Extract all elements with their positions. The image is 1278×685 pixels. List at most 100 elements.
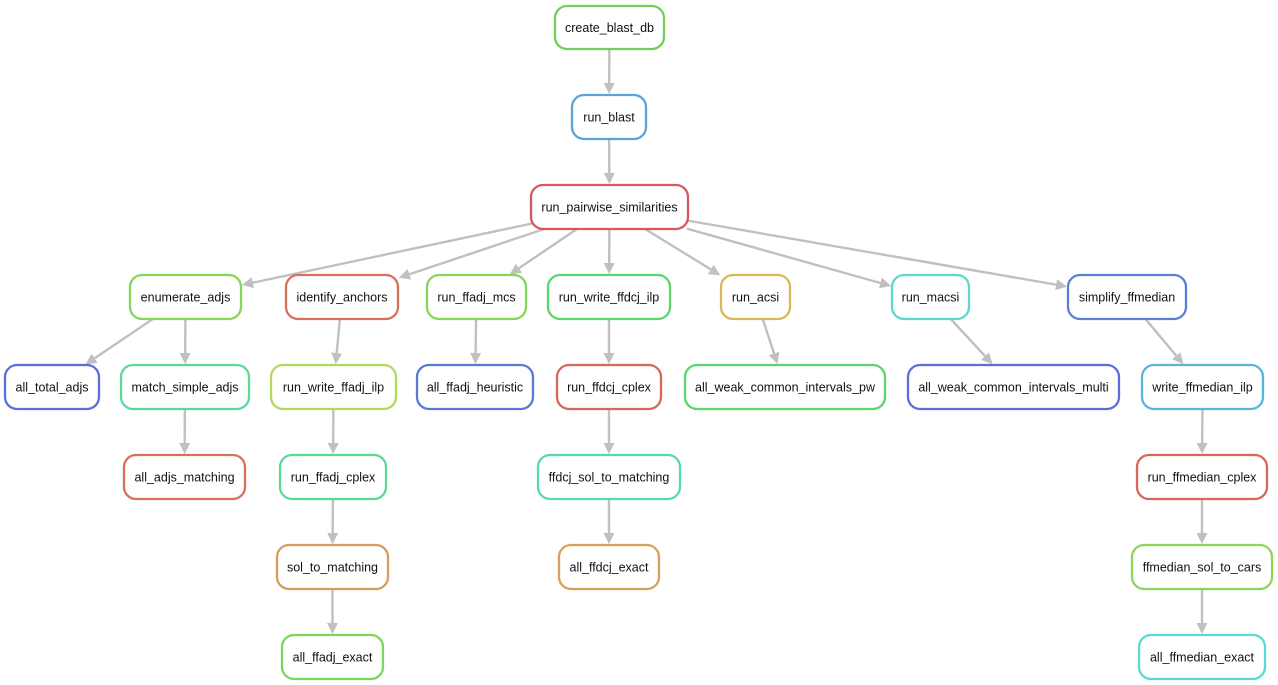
node-box-sol_to_matching[interactable]: [275, 543, 390, 591]
edge-simplify_ffmedian-to-write_ffmedian_ilp: [1143, 317, 1178, 357]
node-run_ffadj_mcs[interactable]: run_ffadj_mcs: [425, 273, 528, 321]
node-ffdcj_sol_to_matching[interactable]: ffdcj_sol_to_matching: [536, 453, 682, 501]
arrowhead-run_ffdcj_cplex: [603, 353, 615, 364]
node-box-all_weak_common_intervals_pw[interactable]: [683, 363, 887, 411]
edge-run_acsi-to-all_weak_common_intervals_pw: [761, 317, 776, 354]
node-box-run_acsi[interactable]: [719, 273, 792, 321]
node-all_weak_common_intervals_multi[interactable]: all_weak_common_intervals_multi: [906, 363, 1121, 411]
node-box-all_ffadj_exact[interactable]: [280, 633, 385, 681]
node-box-all_total_adjs[interactable]: [3, 363, 101, 411]
node-simplify_ffmedian[interactable]: simplify_ffmedian: [1066, 273, 1188, 321]
node-box-match_simple_adjs[interactable]: [119, 363, 251, 411]
node-label-simplify_ffmedian: simplify_ffmedian: [1079, 291, 1175, 305]
edge-run_pairwise_similarities-to-simplify_ffmedian: [686, 219, 1057, 286]
node-box-all_weak_common_intervals_multi[interactable]: [906, 363, 1121, 411]
node-label-write_ffmedian_ilp: write_ffmedian_ilp: [1151, 381, 1253, 395]
node-label-all_ffadj_exact: all_ffadj_exact: [293, 651, 373, 665]
node-box-all_ffadj_heuristic[interactable]: [415, 363, 535, 411]
arrowhead-identify_anchors: [398, 269, 412, 280]
node-run_macsi[interactable]: run_macsi: [890, 273, 971, 321]
node-run_ffmedian_cplex[interactable]: run_ffmedian_cplex: [1135, 453, 1269, 501]
arrowhead-simplify_ffmedian: [1055, 279, 1067, 291]
arrowhead-run_ffmedian_cplex: [1196, 443, 1208, 454]
node-label-run_ffadj_mcs: run_ffadj_mcs: [437, 291, 515, 305]
node-box-all_adjs_matching[interactable]: [122, 453, 247, 501]
node-label-all_ffdcj_exact: all_ffdcj_exact: [570, 561, 650, 575]
node-box-run_ffdcj_cplex[interactable]: [555, 363, 663, 411]
arrowhead-all_adjs_matching: [179, 443, 191, 454]
node-ffmedian_sol_to_cars[interactable]: ffmedian_sol_to_cars: [1130, 543, 1274, 591]
node-box-run_ffadj_mcs[interactable]: [425, 273, 528, 321]
node-label-run_pairwise_similarities: run_pairwise_similarities: [541, 201, 677, 215]
node-all_ffdcj_exact[interactable]: all_ffdcj_exact: [557, 543, 661, 591]
node-match_simple_adjs[interactable]: match_simple_adjs: [119, 363, 251, 411]
node-write_ffmedian_ilp[interactable]: write_ffmedian_ilp: [1140, 363, 1265, 411]
node-label-all_ffmedian_exact: all_ffmedian_exact: [1150, 651, 1255, 665]
node-label-run_write_ffdcj_ilp: run_write_ffdcj_ilp: [559, 291, 660, 305]
node-label-create_blast_db: create_blast_db: [565, 21, 654, 35]
node-identify_anchors[interactable]: identify_anchors: [284, 273, 400, 321]
node-run_ffdcj_cplex[interactable]: run_ffdcj_cplex: [555, 363, 663, 411]
arrowhead-all_weak_common_intervals_pw: [768, 351, 780, 364]
node-sol_to_matching[interactable]: sol_to_matching: [275, 543, 390, 591]
node-box-run_ffadj_cplex[interactable]: [278, 453, 388, 501]
node-enumerate_adjs[interactable]: enumerate_adjs: [128, 273, 243, 321]
node-box-run_pairwise_similarities[interactable]: [529, 183, 690, 231]
node-all_total_adjs[interactable]: all_total_adjs: [3, 363, 101, 411]
node-all_ffmedian_exact[interactable]: all_ffmedian_exact: [1137, 633, 1267, 681]
edge-identify_anchors-to-run_write_ffadj_ilp: [335, 317, 342, 354]
node-box-all_ffdcj_exact[interactable]: [557, 543, 661, 591]
node-box-write_ffmedian_ilp[interactable]: [1140, 363, 1265, 411]
edge-run_pairwise_similarities-to-identify_anchors: [409, 227, 546, 276]
node-box-run_ffmedian_cplex[interactable]: [1135, 453, 1269, 501]
node-run_write_ffadj_ilp[interactable]: run_write_ffadj_ilp: [269, 363, 398, 411]
node-box-ffmedian_sol_to_cars[interactable]: [1130, 543, 1274, 591]
node-all_adjs_matching[interactable]: all_adjs_matching: [122, 453, 247, 501]
node-create_blast_db[interactable]: create_blast_db: [553, 4, 666, 51]
edge-run_pairwise_similarities-to-enumerate_adjs: [252, 222, 533, 284]
arrowhead-ffmedian_sol_to_cars: [1196, 533, 1208, 544]
node-run_ffadj_cplex[interactable]: run_ffadj_cplex: [278, 453, 388, 501]
arrowhead-ffdcj_sol_to_matching: [603, 443, 615, 454]
node-box-identify_anchors[interactable]: [284, 273, 400, 321]
node-box-ffdcj_sol_to_matching[interactable]: [536, 453, 682, 501]
node-label-run_acsi: run_acsi: [732, 291, 779, 305]
node-label-all_total_adjs: all_total_adjs: [16, 381, 89, 395]
arrowhead-run_blast: [603, 83, 615, 94]
arrowhead-run_write_ffdcj_ilp: [603, 263, 615, 274]
node-label-enumerate_adjs: enumerate_adjs: [141, 291, 231, 305]
arrowhead-sol_to_matching: [327, 533, 339, 544]
edge-enumerate_adjs-to-all_total_adjs: [93, 317, 155, 360]
node-label-run_ffdcj_cplex: run_ffdcj_cplex: [567, 381, 652, 395]
node-all_weak_common_intervals_pw[interactable]: all_weak_common_intervals_pw: [683, 363, 887, 411]
arrowhead-run_write_ffadj_ilp: [331, 352, 343, 364]
node-run_write_ffdcj_ilp[interactable]: run_write_ffdcj_ilp: [546, 273, 672, 321]
node-label-run_ffadj_cplex: run_ffadj_cplex: [291, 471, 376, 485]
node-box-all_ffmedian_exact[interactable]: [1137, 633, 1267, 681]
arrowhead-all_ffadj_heuristic: [470, 352, 482, 364]
node-box-simplify_ffmedian[interactable]: [1066, 273, 1188, 321]
node-label-all_weak_common_intervals_multi: all_weak_common_intervals_multi: [918, 381, 1108, 395]
node-run_pairwise_similarities[interactable]: run_pairwise_similarities: [529, 183, 690, 231]
node-box-run_blast[interactable]: [570, 93, 648, 141]
node-run_acsi[interactable]: run_acsi: [719, 273, 792, 321]
node-label-all_weak_common_intervals_pw: all_weak_common_intervals_pw: [695, 381, 876, 395]
arrowhead-all_ffdcj_exact: [603, 533, 615, 544]
node-all_ffadj_heuristic[interactable]: all_ffadj_heuristic: [415, 363, 535, 411]
node-label-identify_anchors: identify_anchors: [296, 291, 387, 305]
node-box-run_macsi[interactable]: [890, 273, 971, 321]
node-run_blast[interactable]: run_blast: [570, 93, 648, 141]
node-label-ffdcj_sol_to_matching: ffdcj_sol_to_matching: [549, 471, 670, 485]
arrowhead-run_pairwise_similarities: [603, 173, 615, 184]
node-all_ffadj_exact[interactable]: all_ffadj_exact: [280, 633, 385, 681]
node-box-run_write_ffdcj_ilp[interactable]: [546, 273, 672, 321]
node-box-run_write_ffadj_ilp[interactable]: [269, 363, 398, 411]
arrowhead-all_weak_common_intervals_multi: [981, 352, 993, 365]
node-box-enumerate_adjs[interactable]: [128, 273, 243, 321]
node-box-create_blast_db[interactable]: [553, 4, 666, 51]
dag-edges: [85, 47, 1208, 634]
arrowhead-all_ffadj_exact: [327, 623, 338, 634]
arrowhead-all_ffmedian_exact: [1196, 623, 1208, 634]
edge-run_pairwise_similarities-to-run_ffadj_mcs: [518, 227, 579, 270]
arrowhead-enumerate_adjs: [242, 277, 254, 289]
